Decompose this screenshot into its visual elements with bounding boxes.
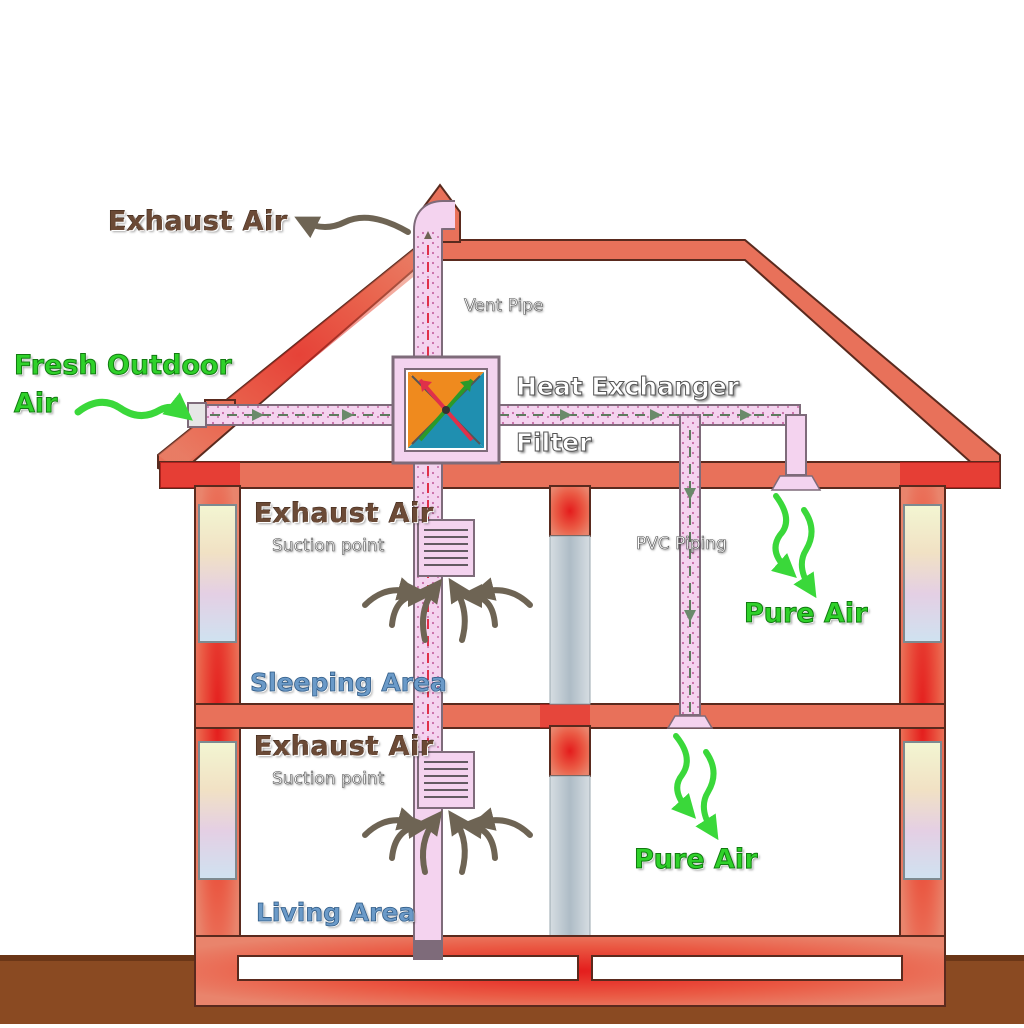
- pure-air-arrows-upper: [771, 493, 817, 599]
- window: [903, 741, 942, 880]
- exhaust-arrows-lower: [362, 807, 533, 875]
- window: [198, 741, 237, 880]
- label-exhaust-air-upper: Exhaust Air: [254, 498, 434, 529]
- window: [198, 504, 237, 643]
- label-heat-exchanger: Heat Exchanger: [515, 372, 740, 401]
- attic-floor: [159, 461, 1001, 489]
- pure-air-arrows-lower: [671, 733, 719, 841]
- label-vent-pipe: Vent Pipe: [464, 296, 544, 316]
- suction-grille-lower: [417, 751, 475, 809]
- vent-pipe: [415, 202, 455, 940]
- label-pure-air-upper: Pure Air: [744, 598, 869, 629]
- suction-grille-upper: [417, 519, 475, 577]
- exhaust-arrows-upper: [362, 577, 533, 643]
- label-suction-point-upper: Suction point: [272, 536, 385, 556]
- duct-system: [187, 200, 822, 960]
- label-exhaust-air-lower: Exhaust Air: [254, 731, 434, 762]
- heat-exchanger: [391, 355, 501, 465]
- label-pvc-piping: PVC Piping: [636, 534, 727, 554]
- exhaust-out-arrow: [294, 214, 411, 239]
- label-suction-point-lower: Suction point: [272, 769, 385, 789]
- window: [903, 504, 942, 643]
- column: [549, 535, 591, 705]
- label-sleeping-area: Sleeping Area: [250, 668, 448, 697]
- label-fresh-outdoor-air-1: Fresh Outdoor: [14, 350, 233, 381]
- label-fresh-outdoor-air-2: Air: [13, 388, 58, 419]
- label-pure-air-lower: Pure Air: [634, 844, 759, 875]
- label-filter: Filter: [515, 428, 592, 457]
- label-exhaust-air-top: Exhaust Air: [108, 206, 288, 237]
- foundation: [194, 935, 946, 1007]
- fresh-air-arrow: [74, 392, 193, 421]
- column: [549, 775, 591, 939]
- label-living-area: Living Area: [256, 898, 416, 927]
